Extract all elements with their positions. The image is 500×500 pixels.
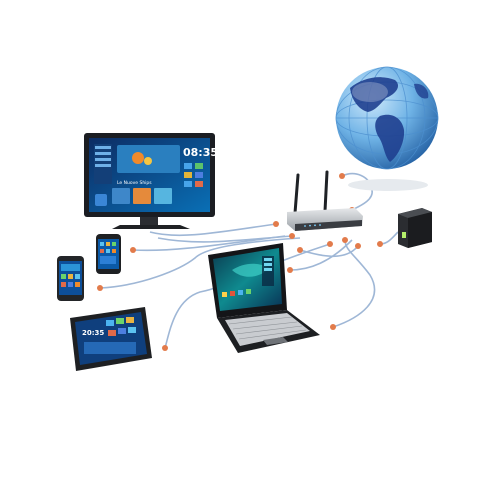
cable-connectors xyxy=(97,173,383,351)
tablet-clock: 20:35 xyxy=(82,329,104,337)
phone-icon xyxy=(96,234,121,274)
connector xyxy=(130,247,136,253)
connector xyxy=(339,173,345,179)
tv-app-caption: Le Nuove Ships xyxy=(117,180,152,186)
cable-nas xyxy=(379,231,399,245)
cable-laptop xyxy=(332,239,376,328)
cable-tv-2 xyxy=(157,235,293,243)
continent-south-america xyxy=(375,114,405,162)
phone-icon xyxy=(57,256,84,301)
storage-icon xyxy=(398,208,432,248)
connector xyxy=(273,221,279,227)
connector xyxy=(297,247,303,253)
continent-europe xyxy=(414,83,429,99)
connector xyxy=(342,237,348,243)
cable-tv xyxy=(149,223,277,237)
router-icon xyxy=(287,170,363,231)
connector xyxy=(97,285,103,291)
connector xyxy=(355,243,361,249)
cable-phone-left xyxy=(99,237,301,289)
cable-laptop-2 xyxy=(289,239,353,271)
laptop-icon xyxy=(208,243,320,353)
tablet-icon: 20:35 xyxy=(70,307,152,371)
tv-clock: 08:35 xyxy=(183,146,218,159)
cable-phone-right xyxy=(132,235,286,252)
cable-globe xyxy=(341,172,373,211)
globe-icon xyxy=(335,66,439,191)
continent-north-america xyxy=(350,77,399,112)
connector xyxy=(330,324,336,330)
connector xyxy=(162,345,168,351)
connector xyxy=(287,267,293,273)
connector xyxy=(327,241,333,247)
tv-icon: 08:35 Le Nuove Ships xyxy=(84,133,218,229)
connector xyxy=(377,241,383,247)
cable-laptop-3 xyxy=(299,245,359,258)
network-cables xyxy=(99,172,399,349)
connector xyxy=(289,233,295,239)
